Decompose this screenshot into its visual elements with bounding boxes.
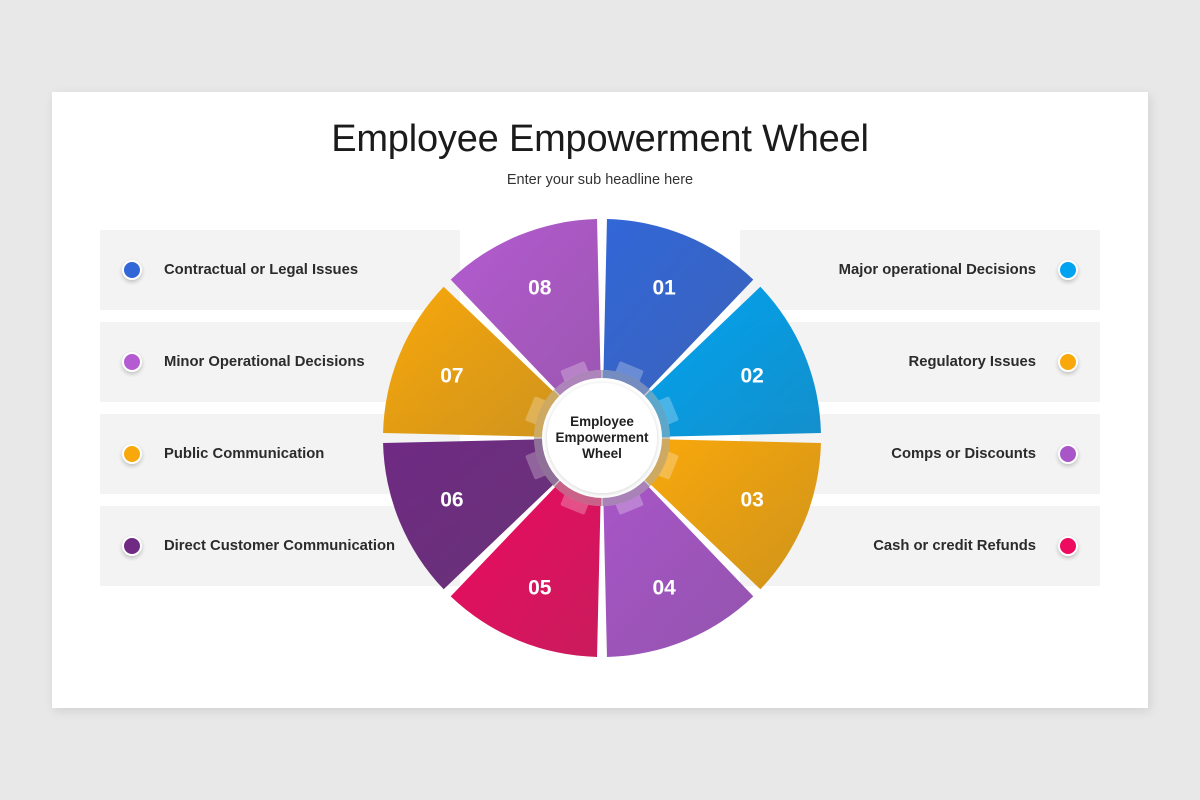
segment-number-08: 08 <box>528 276 552 299</box>
wheel-segment-02[interactable] <box>646 286 821 437</box>
wheel-segment-04[interactable] <box>603 482 754 657</box>
legend-item-label: Cash or credit Refunds <box>873 538 1036 554</box>
segment-number-04: 04 <box>653 577 677 600</box>
hub-ring-arc-01 <box>602 370 650 396</box>
wheel-segment-03[interactable] <box>646 439 821 590</box>
segment-number-01: 01 <box>653 276 677 299</box>
wheel-segment-06[interactable] <box>383 439 558 590</box>
legend-item-label: Minor Operational Decisions <box>164 354 365 370</box>
hub-ring-arc-08 <box>554 370 602 396</box>
legend-color-dot-icon <box>1058 260 1078 280</box>
segment-number-07: 07 <box>440 364 463 387</box>
legend-color-dot-icon <box>122 260 142 280</box>
legend-item-label: Direct Customer Communication <box>164 538 396 554</box>
legend-color-dot-icon <box>1058 352 1078 372</box>
hub-ring-arc-02 <box>644 390 670 438</box>
wheel-segment-07[interactable] <box>383 286 558 437</box>
hub-grey-ring <box>534 370 670 506</box>
legend-color-dot-icon <box>1058 536 1078 556</box>
hub-label-line2: Empowerment <box>555 430 649 445</box>
hub-label-line3: Wheel <box>582 446 622 461</box>
segment-number-06: 06 <box>440 489 463 512</box>
hub-ring-arc-04 <box>602 480 650 506</box>
legend-color-dot-icon <box>122 536 142 556</box>
legend-item-label: Regulatory Issues <box>908 354 1036 370</box>
hub-ring-layer <box>534 370 670 506</box>
legend-item-label: Contractual or Legal Issues <box>164 262 359 278</box>
segment-number-02: 02 <box>740 364 763 387</box>
hub-label-line1: Employee <box>570 414 634 429</box>
segment-number-03: 03 <box>740 489 763 512</box>
legend-item-label: Major operational Decisions <box>838 262 1036 278</box>
page-subtitle: Enter your sub headline here <box>506 172 694 188</box>
segment-number-05: 05 <box>528 577 552 600</box>
wheel-segment-01[interactable] <box>603 219 754 394</box>
wheel-segment-05[interactable] <box>450 482 601 657</box>
hub-ring-arc-06 <box>534 438 560 486</box>
wheel-segment-08[interactable] <box>450 219 601 394</box>
legend-item-label: Public Communication <box>164 446 325 462</box>
legend-item-left-1[interactable]: Contractual or Legal Issues <box>100 230 460 310</box>
wedge-layer <box>383 219 821 657</box>
legend-color-dot-icon <box>1058 444 1078 464</box>
hub-ring-arc-07 <box>534 390 560 438</box>
hub-ring-arc-05 <box>554 480 602 506</box>
hub-circle[interactable] <box>547 383 657 493</box>
legend-item-label: Comps or Discounts <box>891 446 1036 462</box>
legend-color-dot-icon <box>122 444 142 464</box>
hub-ring-arc-03 <box>644 438 670 486</box>
segment-number-layer: 01 02 03 04 05 06 07 08 <box>440 276 764 599</box>
slide-surface: Employee Empowerment Wheel Enter your su… <box>52 92 1148 708</box>
page-title: Employee Empowerment Wheel <box>331 118 869 160</box>
legend-color-dot-icon <box>122 352 142 372</box>
legend-item-right-1[interactable]: Major operational Decisions <box>740 230 1100 310</box>
